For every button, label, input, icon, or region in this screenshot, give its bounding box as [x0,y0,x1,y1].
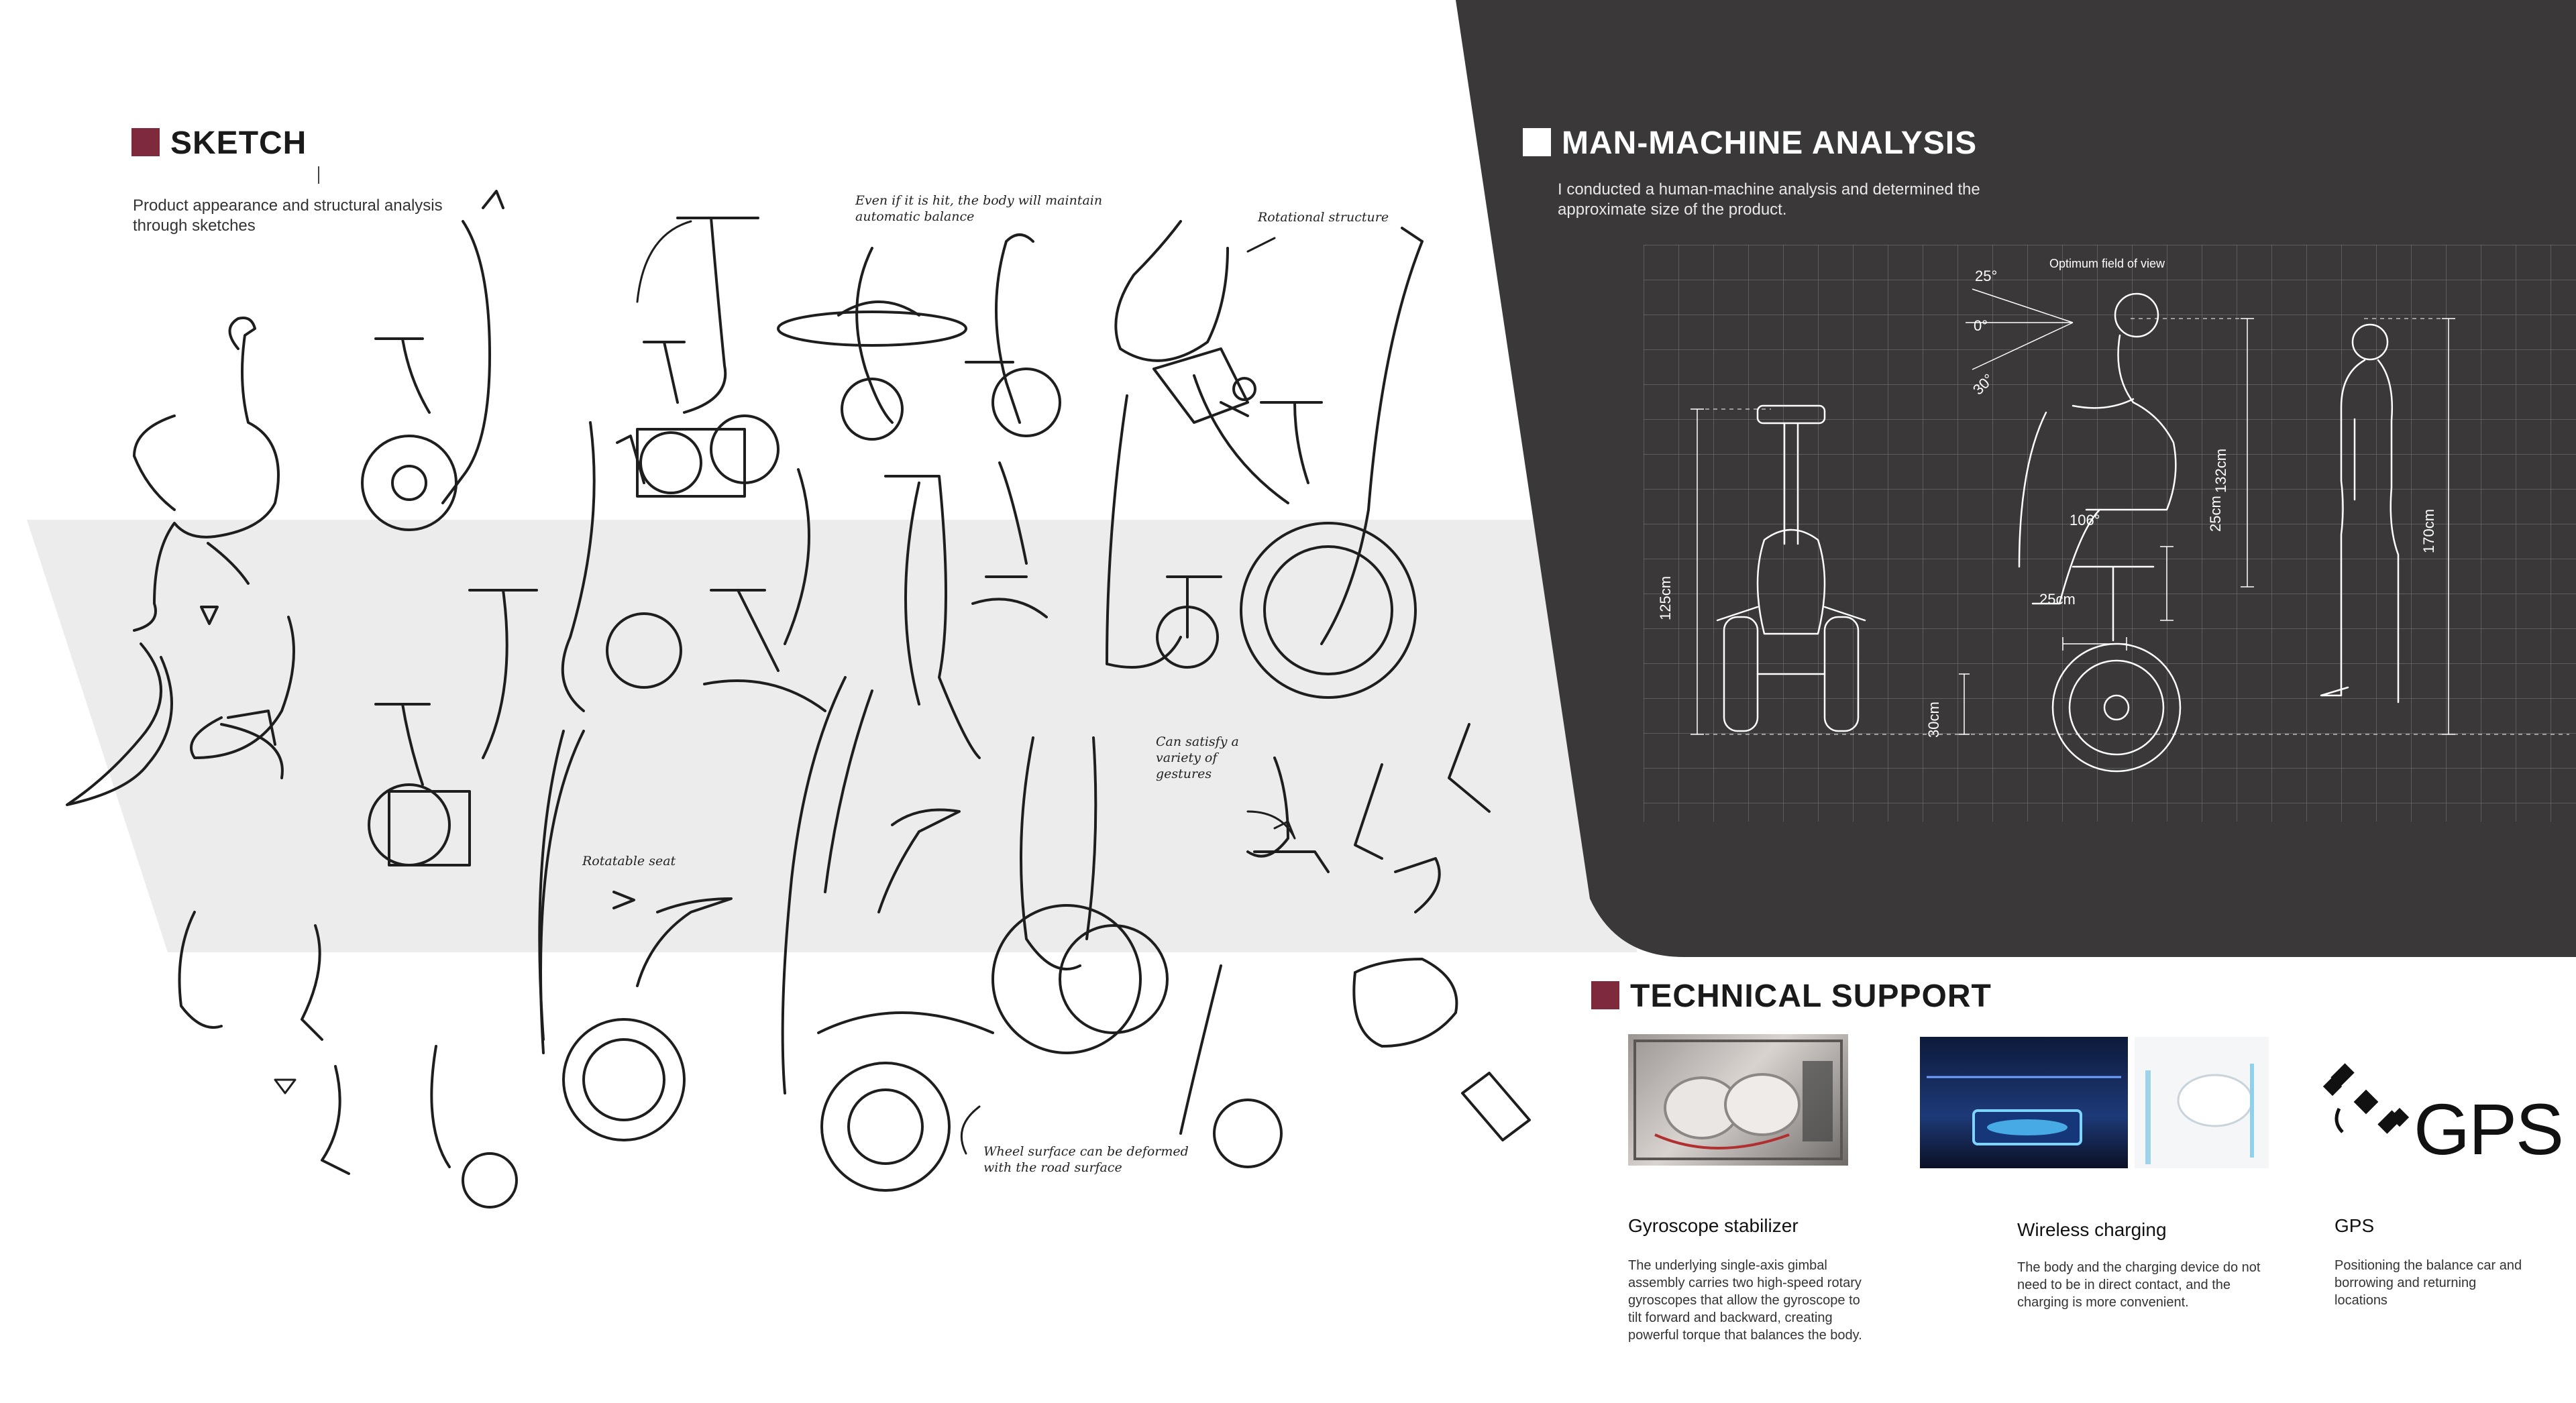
note-rotational: Rotational structure [1258,210,1389,225]
label-seat-25v: 25cm [2207,496,2224,532]
scooter-sketch-3 [965,233,1061,437]
sketch-title: SKETCH [131,125,307,162]
scooter-sketch-8 [971,461,1048,618]
scooter-sketch-6 [703,468,826,712]
sketch-title-marker [131,128,160,156]
scooter-sketch-5 [561,421,682,712]
note-gestures: Can satisfy a variety of gestures [1156,734,1239,781]
rotatable-seat-scooter-sketch [538,730,733,1141]
wireless-charging-image-2 [2135,1037,2269,1168]
front-view-scooter [1716,404,1866,732]
label-height-132: 132cm [2212,449,2229,493]
feature-charging-description: The body and the charging device do not … [2017,1260,2261,1310]
balance-sketch [777,247,967,441]
label-height-170: 170cm [2420,509,2437,553]
label-height-125: 125cm [1657,576,1674,620]
scooter-sketch-large [1193,227,1424,699]
note-wheel: Wheel surface can be deformed with the r… [983,1144,1189,1175]
ostrich-sketch [133,317,280,632]
gyroscope-illustration [1633,1040,1843,1160]
ergonomic-diagram: Optimum field of view 25° 0° 30° 106° 25… [1644,245,2576,822]
small-sketches-bottom [178,911,1531,1209]
scooter-sketch-1 [361,190,504,531]
scooter-sketch-2 [636,217,780,498]
label-field-of-view: Optimum field of view [2049,257,2165,270]
satellite-icon [2322,1063,2410,1134]
rotational-structure-sketch [1114,220,1256,424]
technical-title-marker [1591,981,1619,1009]
scooter-sketch-4 [368,589,538,866]
gesture-handles-sketch [1246,723,1491,913]
note-seat: Rotatable seat [582,854,676,868]
sketch-drawings [66,190,1531,1209]
charging-device-illustration [2145,1064,2254,1164]
wireless-charging-image-1 [1920,1037,2128,1168]
label-angle-zero: 0° [1974,317,1988,334]
ostrich-chair-sketch [66,616,295,806]
scooter-sketch-9 [1106,394,1222,669]
feature-gps-title: GPS [2334,1215,2375,1236]
label-angle-up: 25° [1975,268,1997,284]
technical-title-text: TECHNICAL SUPPORT [1630,978,1992,1014]
feature-gyroscope-title: Gyroscope stabilizer [1628,1215,1799,1236]
analysis-title: MAN-MACHINE ANALYSIS [1523,125,1977,162]
charging-pad-illustration [1927,1076,2121,1145]
grid [1644,245,2576,822]
feature-gps-description: Positioning the balance car and borrowin… [2334,1258,2522,1308]
label-seat-25h: 25cm [2039,591,2076,608]
analysis-title-marker [1523,128,1551,156]
sketch-title-text: SKETCH [170,125,307,161]
label-knee-angle: 106° [2070,512,2100,528]
label-height-30: 30cm [1925,702,1942,738]
main-scooter-sketch [781,676,994,1192]
arrows [274,220,1296,1155]
gps-logo-text: GPS [2414,1088,2564,1170]
note-balance: Even if it is hit, the body will maintai… [855,193,1103,224]
feature-gyroscope-description: The underlying single-axis gimbal assemb… [1628,1258,1862,1343]
gyroscope-image [1628,1034,1848,1166]
feature-charging-title: Wireless charging [2017,1219,2167,1240]
sketch-band [27,520,1637,952]
standing-person [2320,323,2400,704]
sketch-subtitle: Product appearance and structural analys… [133,197,443,235]
title-tick [318,166,319,184]
analysis-title-text: MAN-MACHINE ANALYSIS [1562,125,1978,161]
technical-title: TECHNICAL SUPPORT [1591,978,1992,1015]
scooter-sketch-7 [884,475,981,759]
analysis-description: I conducted a human-machine analysis and… [1558,180,1980,219]
wheel-sketch [991,736,1169,1054]
